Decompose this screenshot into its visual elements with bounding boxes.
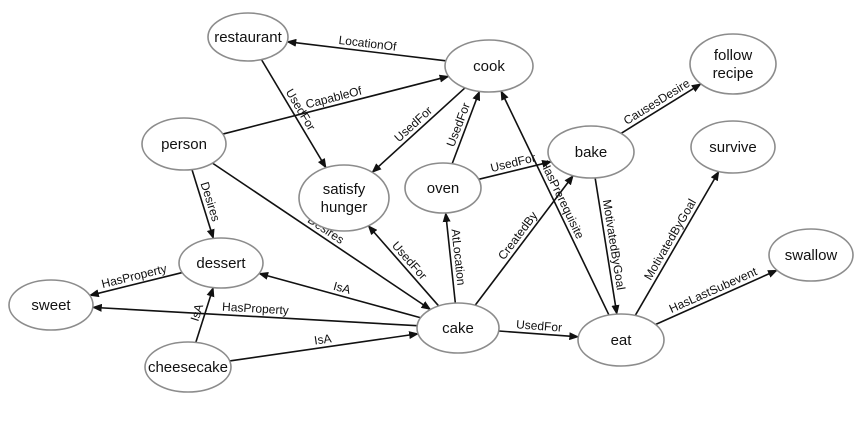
edge-line xyxy=(655,269,778,326)
edge-label: LocationOf xyxy=(338,33,398,54)
edge-label: CausesDesire xyxy=(621,76,693,128)
node-ellipse xyxy=(416,302,500,354)
node-ellipse xyxy=(298,164,390,232)
edge-label: MotivatedByGoal xyxy=(641,196,699,282)
edge-line xyxy=(634,170,720,316)
edge-desires-person-dessert: Desires xyxy=(191,169,223,240)
node-ellipse xyxy=(178,237,264,289)
edge-label: IsA xyxy=(313,331,332,347)
node-label: survive xyxy=(709,139,757,156)
node-ellipse xyxy=(577,313,665,367)
edge-label: HasProperty xyxy=(100,261,168,291)
node-label: hunger xyxy=(321,199,368,216)
edge-line xyxy=(258,271,421,319)
edge-hasproperty-cake-sweet: HasProperty xyxy=(91,300,418,327)
node-label: restaurant xyxy=(214,29,282,46)
node-ellipse xyxy=(690,120,776,174)
node-sweet: sweet xyxy=(8,279,94,331)
edge-line xyxy=(478,159,553,181)
node-label: satisfy xyxy=(323,181,366,198)
edge-isa-cheesecake-cake: IsA xyxy=(229,331,420,362)
node-label: person xyxy=(161,136,207,153)
edge-usedfor-restaurant-satisfy-hunger: UsedFor xyxy=(260,59,327,169)
edge-label: UsedFor xyxy=(389,239,430,283)
edge-line xyxy=(498,330,580,341)
node-label: sweet xyxy=(31,297,71,314)
node-cake: cake xyxy=(416,302,500,354)
edge-line xyxy=(191,169,215,240)
edge-label: UsedFor xyxy=(516,317,563,334)
node-label: recipe xyxy=(713,65,754,82)
edge-locationof-cook-restaurant: LocationOf xyxy=(286,33,446,62)
edge-line xyxy=(371,87,466,173)
edge-line xyxy=(195,286,215,343)
edge-causesdesire-bake-follow-recipe: CausesDesire xyxy=(620,76,702,135)
node-eat: eat xyxy=(577,313,665,367)
edge-line xyxy=(260,59,327,169)
node-label: eat xyxy=(611,332,633,349)
edge-haslastsubevent-eat-swallow: HasLastSubevent xyxy=(655,264,778,326)
node-cheesecake: cheesecake xyxy=(144,341,232,393)
edge-line xyxy=(594,177,620,316)
node-ellipse xyxy=(404,162,482,214)
edge-label: AtLocation xyxy=(448,228,468,286)
node-ellipse xyxy=(8,279,94,331)
node-oven: oven xyxy=(404,162,482,214)
node-label: oven xyxy=(427,180,460,197)
edge-line xyxy=(91,303,418,327)
node-ellipse xyxy=(768,228,854,282)
node-label: cook xyxy=(473,58,505,75)
node-person: person xyxy=(141,117,227,171)
node-ellipse xyxy=(444,39,534,93)
edge-isa-cake-dessert: IsA xyxy=(258,271,421,319)
node-bake: bake xyxy=(547,125,635,179)
edge-label: UsedFor xyxy=(444,101,473,149)
edge-line xyxy=(367,225,440,307)
edge-label: UsedFor xyxy=(392,103,435,144)
edge-hasprerequisite-eat-cook: HasPrerequisite xyxy=(500,90,610,316)
edge-line xyxy=(222,74,450,135)
edge-label: MotivatedByGoal xyxy=(600,199,628,291)
edge-usedfor-cake-eat: UsedFor xyxy=(498,317,580,341)
node-ellipse xyxy=(144,341,232,393)
edge-line xyxy=(229,331,420,362)
node-ellipse xyxy=(207,12,289,62)
edge-hasproperty-dessert-sweet: HasProperty xyxy=(88,261,183,298)
node-label: follow xyxy=(714,47,753,64)
edge-line xyxy=(286,38,446,62)
node-ellipse xyxy=(141,117,227,171)
edge-usedfor-cake-satisfy-hunger: UsedFor xyxy=(367,225,440,307)
node-dessert: dessert xyxy=(178,237,264,289)
node-label: cake xyxy=(442,320,474,337)
node-survive: survive xyxy=(690,120,776,174)
edge-line xyxy=(212,162,432,311)
edge-label: CreatedBy xyxy=(495,209,540,263)
edge-line xyxy=(451,90,481,165)
edge-isa-cheesecake-dessert: IsA xyxy=(188,286,215,343)
edge-line xyxy=(88,271,183,298)
edge-motivatedbygoal-bake-eat: MotivatedByGoal xyxy=(594,177,628,316)
edge-label: IsA xyxy=(332,279,352,297)
node-label: dessert xyxy=(196,255,246,272)
edge-line xyxy=(442,211,457,304)
node-ellipse xyxy=(689,33,777,95)
edge-line xyxy=(500,90,610,316)
node-ellipse xyxy=(547,125,635,179)
node-label: bake xyxy=(575,144,608,161)
node-restaurant: restaurant xyxy=(207,12,289,62)
node-label: swallow xyxy=(785,247,838,264)
node-cook: cook xyxy=(444,39,534,93)
edge-label: HasProperty xyxy=(222,300,289,318)
edge-label: HasLastSubevent xyxy=(667,264,760,316)
edge-label: CapableOf xyxy=(304,83,364,111)
edge-atlocation-cake-oven: AtLocation xyxy=(442,211,468,304)
node-label: cheesecake xyxy=(148,359,228,376)
edge-line xyxy=(620,83,702,135)
edge-line xyxy=(474,174,574,306)
node-swallow: swallow xyxy=(768,228,854,282)
